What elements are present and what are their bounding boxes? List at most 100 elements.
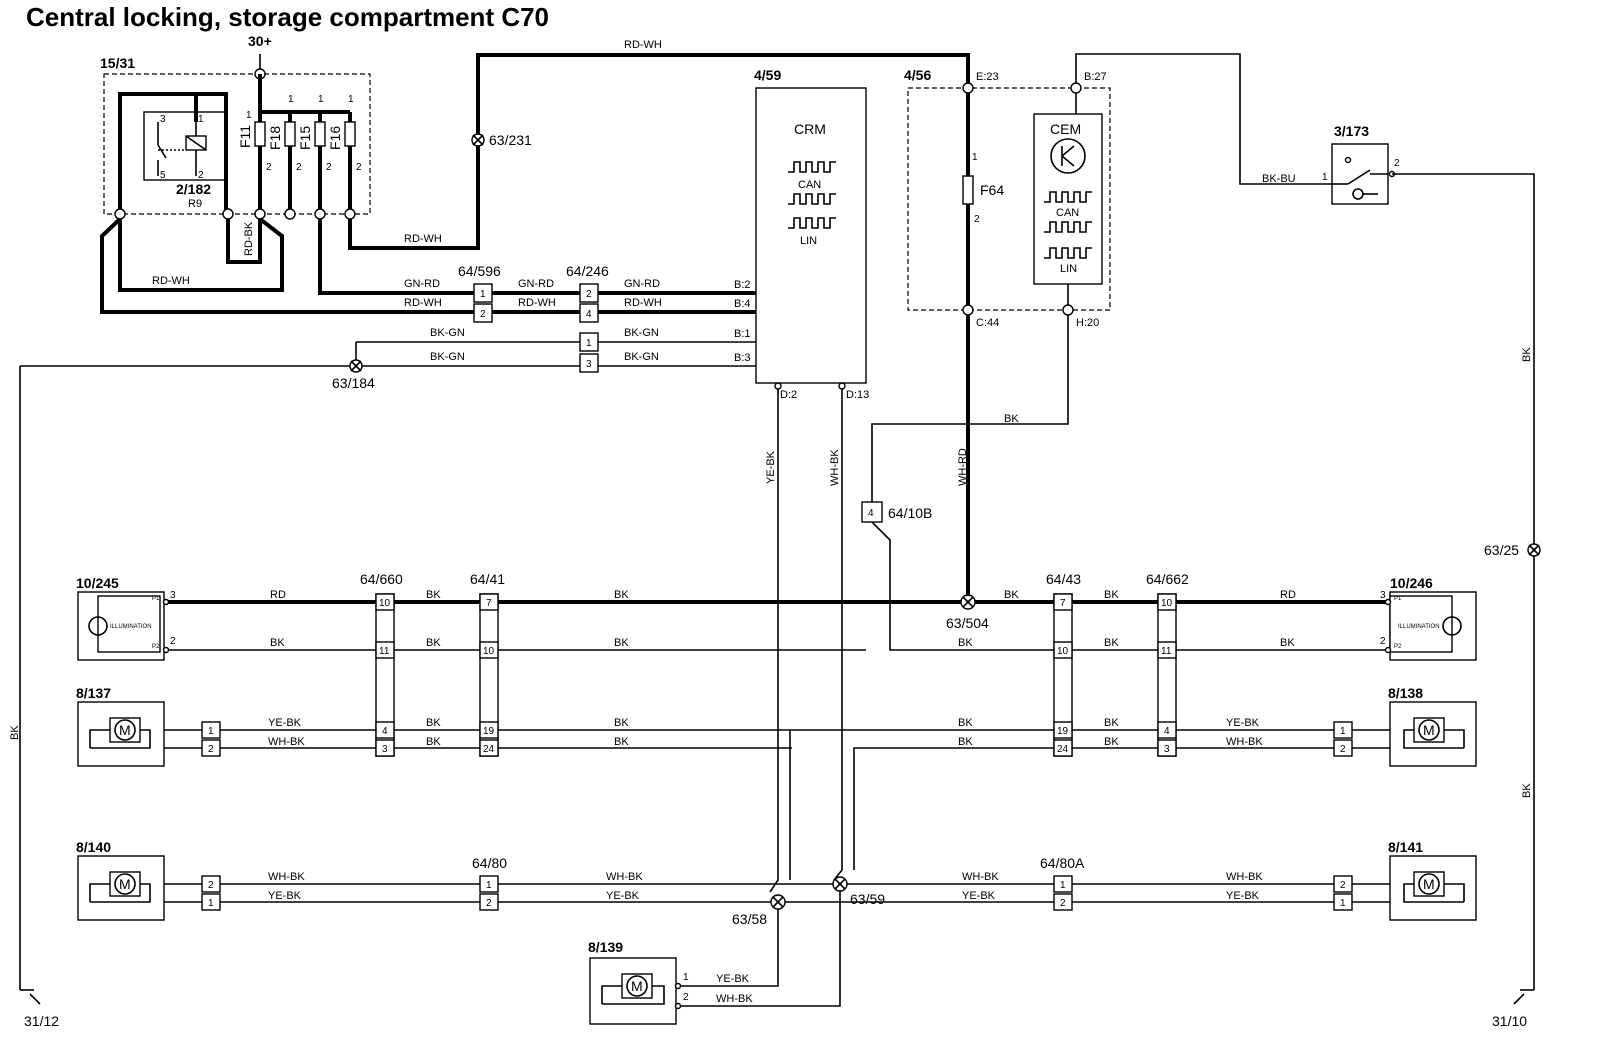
svg-text:BK: BK — [270, 637, 285, 649]
svg-text:63/184: 63/184 — [332, 375, 375, 391]
connector-64-80a: 64/80A 1 2 — [1040, 855, 1085, 911]
svg-text:P1: P1 — [152, 596, 160, 602]
supply-label: 30+ — [248, 33, 272, 49]
svg-text:2: 2 — [266, 162, 272, 173]
svg-text:BK: BK — [426, 589, 441, 601]
svg-text:10: 10 — [379, 598, 391, 609]
svg-text:1: 1 — [208, 726, 214, 737]
connector-64-41: 64/41 7 10 19 24 — [470, 571, 505, 757]
svg-text:2: 2 — [1340, 880, 1346, 891]
svg-text:10: 10 — [483, 646, 495, 657]
svg-text:10: 10 — [1161, 598, 1173, 609]
svg-text:WH-BK: WH-BK — [1226, 871, 1263, 883]
svg-text:2: 2 — [356, 162, 362, 173]
svg-text:H:20: H:20 — [1076, 317, 1099, 329]
svg-text:8/139: 8/139 — [588, 939, 623, 955]
relay-id: 2/182 — [176, 181, 211, 197]
svg-text:63/59: 63/59 — [850, 891, 885, 907]
svg-text:B:27: B:27 — [1084, 71, 1107, 83]
svg-text:63/25: 63/25 — [1484, 542, 1519, 558]
lamp-10-245: 10/245 ILLUMINATION P1 P2 3 2 — [76, 575, 176, 661]
svg-text:F15: F15 — [297, 126, 313, 150]
svg-text:1: 1 — [1322, 172, 1328, 183]
svg-text:2: 2 — [1060, 898, 1066, 909]
svg-text:2: 2 — [974, 214, 980, 225]
svg-text:8/141: 8/141 — [1388, 839, 1423, 855]
crm-id: 4/59 — [754, 67, 781, 83]
svg-text:64/660: 64/660 — [360, 571, 403, 587]
svg-text:31/10: 31/10 — [1492, 1013, 1527, 1029]
svg-text:WH-BK: WH-BK — [1226, 736, 1263, 748]
fuse-f15: F15 2 — [297, 112, 332, 212]
motor-8-137: 8/137 M 1 2 — [76, 685, 221, 767]
svg-text:BK-GN: BK-GN — [430, 351, 465, 363]
svg-text:4: 4 — [868, 508, 874, 519]
svg-text:1: 1 — [480, 289, 486, 300]
svg-text:E:23: E:23 — [976, 71, 999, 83]
svg-text:WH-BK: WH-BK — [716, 993, 753, 1005]
svg-text:2: 2 — [1394, 158, 1400, 169]
switch-3-173: 3/173 1 2 — [1322, 123, 1400, 205]
svg-text:RD-WH: RD-WH — [404, 233, 442, 245]
svg-text:BK-GN: BK-GN — [430, 327, 465, 339]
svg-text:M: M — [119, 722, 131, 738]
svg-text:64/80: 64/80 — [472, 855, 507, 871]
ground-31-12: 31/12 — [19, 978, 59, 1029]
splice-63-184: 63/184 — [332, 359, 375, 391]
fusebox: 15/31 30+ 1 1 1 1 F11 2 F18 2 F15 2 — [100, 33, 371, 220]
motor-8-140: 8/140 M 2 1 — [76, 839, 221, 921]
svg-text:2: 2 — [683, 992, 689, 1003]
svg-text:5: 5 — [160, 170, 166, 181]
svg-text:64/246: 64/246 — [566, 263, 609, 279]
svg-text:64/10B: 64/10B — [888, 505, 932, 521]
svg-text:M: M — [1423, 722, 1435, 738]
svg-text:YE-BK: YE-BK — [1226, 717, 1260, 729]
svg-text:2: 2 — [1380, 636, 1386, 647]
svg-text:1: 1 — [683, 972, 689, 983]
cem-box: 4/56 E:23 1 2 F64 C:44 CEM CAN LIN B:27 … — [904, 67, 1111, 329]
svg-text:2: 2 — [586, 289, 592, 300]
svg-text:BK-GN: BK-GN — [624, 327, 659, 339]
svg-text:BK: BK — [1104, 589, 1119, 601]
svg-text:B:2: B:2 — [734, 279, 751, 291]
svg-text:BK: BK — [614, 736, 629, 748]
svg-text:3: 3 — [382, 744, 388, 755]
svg-text:1: 1 — [486, 880, 492, 891]
svg-text:1: 1 — [1060, 880, 1066, 891]
svg-text:1: 1 — [1340, 898, 1346, 909]
svg-text:YE-BK: YE-BK — [962, 890, 996, 902]
svg-text:RD: RD — [1280, 589, 1296, 601]
svg-text:2: 2 — [208, 880, 214, 891]
svg-text:RD-WH: RD-WH — [624, 39, 662, 51]
svg-text:2: 2 — [326, 162, 332, 173]
svg-text:1: 1 — [348, 94, 354, 105]
svg-text:ILLUMINATION: ILLUMINATION — [110, 624, 152, 630]
svg-text:BK: BK — [426, 736, 441, 748]
svg-text:C:44: C:44 — [976, 317, 999, 329]
svg-text:D:2: D:2 — [780, 389, 797, 401]
svg-text:WH-BK: WH-BK — [962, 871, 999, 883]
svg-text:3: 3 — [1164, 744, 1170, 755]
connector-64-596: 64/596 1 2 — [458, 263, 501, 323]
splice-63-231: 63/231 — [471, 132, 532, 148]
svg-text:64/80A: 64/80A — [1040, 855, 1085, 871]
svg-text:31/12: 31/12 — [24, 1013, 59, 1029]
svg-text:BK: BK — [1521, 783, 1533, 798]
relay-name: R9 — [188, 198, 202, 210]
splice-63-25: 63/25 — [1484, 542, 1541, 558]
svg-text:BK: BK — [426, 717, 441, 729]
svg-text:10/246: 10/246 — [1390, 575, 1433, 591]
svg-text:CAN: CAN — [798, 179, 821, 191]
svg-text:BK: BK — [958, 637, 973, 649]
connector-64-43: 64/43 7 10 19 24 — [1046, 571, 1081, 757]
svg-text:3: 3 — [1380, 590, 1386, 601]
svg-text:2: 2 — [296, 162, 302, 173]
svg-text:D:13: D:13 — [846, 389, 869, 401]
splice-63-58: 63/58 — [732, 894, 786, 927]
svg-text:24: 24 — [483, 744, 495, 755]
connector-64-662: 64/662 10 11 4 3 — [1146, 571, 1189, 757]
svg-text:P1: P1 — [1394, 596, 1402, 602]
svg-text:RD-WH: RD-WH — [518, 297, 556, 309]
svg-text:YE-BK: YE-BK — [716, 973, 750, 985]
